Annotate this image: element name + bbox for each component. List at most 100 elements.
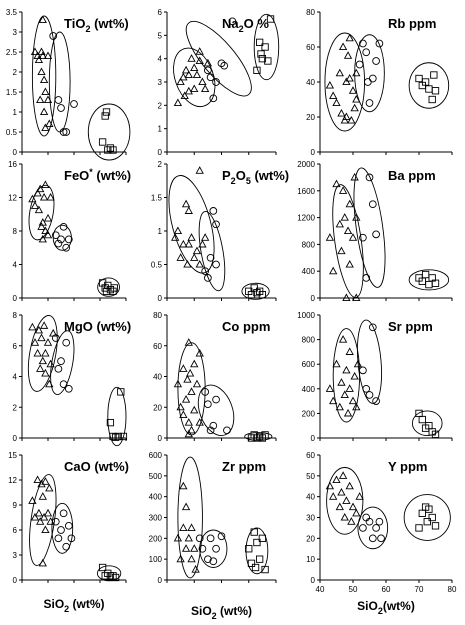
triangle-marker <box>332 359 341 368</box>
circle-marker <box>365 391 374 399</box>
triangle-marker <box>337 487 346 496</box>
y-tick-label: 2 <box>158 101 163 110</box>
triangle-marker <box>187 387 196 395</box>
circle-marker <box>368 200 377 209</box>
y-tick-label: 0 <box>311 294 316 303</box>
triangle-marker <box>176 253 185 261</box>
triangle-marker <box>41 123 50 132</box>
circle-marker <box>51 517 60 526</box>
triangle-marker <box>43 230 53 239</box>
group-ellipse <box>107 386 127 447</box>
square-marker <box>261 431 269 439</box>
y-tick-label: 0 <box>311 434 316 443</box>
circle-marker <box>377 534 385 543</box>
circle-marker <box>57 526 65 534</box>
triangle-marker <box>181 65 191 74</box>
x-tick-label: 80 <box>448 585 457 594</box>
triangle-marker <box>195 418 204 426</box>
triangle-marker <box>184 86 193 95</box>
circle-marker <box>228 17 237 26</box>
circle-marker <box>59 380 68 389</box>
triangle-marker <box>345 33 354 42</box>
triangle-marker <box>332 179 341 188</box>
triangle-marker <box>34 508 44 517</box>
square-marker <box>102 108 111 116</box>
group-ellipse <box>199 529 228 568</box>
panel-label: Na2O % <box>222 16 269 34</box>
triangle-marker <box>355 492 364 500</box>
y-tick-label: 2 <box>13 68 18 77</box>
triangle-marker <box>43 508 53 517</box>
circle-marker <box>359 39 367 48</box>
square-marker <box>425 85 433 93</box>
triangle-marker <box>335 219 344 228</box>
circle-marker <box>359 366 367 375</box>
triangle-marker <box>195 56 204 65</box>
y-tick-label: 40 <box>306 493 315 502</box>
circle-marker <box>206 534 215 543</box>
triangle-marker <box>325 80 335 89</box>
y-tick-label: 0 <box>158 576 163 585</box>
triangle-marker <box>342 496 351 504</box>
circle-marker <box>206 426 215 435</box>
triangle-marker <box>195 166 204 174</box>
circle-marker <box>49 32 58 40</box>
group-ellipse <box>197 384 235 436</box>
triangle-marker <box>352 213 361 221</box>
y-tick-label: 1 <box>13 108 18 117</box>
group-ellipse <box>29 474 57 566</box>
square-marker <box>250 528 258 536</box>
circle-marker <box>198 544 207 553</box>
circle-marker <box>359 233 367 242</box>
circle-marker <box>206 253 215 262</box>
square-marker <box>119 432 128 441</box>
y-tick-label: 0 <box>13 434 18 443</box>
square-marker <box>109 146 117 154</box>
y-tick-label: 0 <box>158 148 163 157</box>
circle-marker <box>209 94 218 103</box>
triangle-marker <box>347 517 356 525</box>
y-tick-label: 30 <box>306 514 315 523</box>
group-ellipse <box>173 47 216 108</box>
triangle-marker <box>329 396 338 405</box>
group-ellipse <box>241 282 270 300</box>
triangle-marker <box>352 508 361 517</box>
circle-marker <box>212 78 220 86</box>
triangle-marker <box>34 205 44 214</box>
circle-marker <box>70 100 78 108</box>
y-tick-label: 200 <box>149 534 163 543</box>
triangle-marker <box>33 348 42 357</box>
triangle-marker <box>190 359 199 368</box>
triangle-marker <box>340 390 349 398</box>
triangle-marker <box>34 55 44 64</box>
circle-marker <box>204 555 212 564</box>
triangle-marker <box>173 533 183 542</box>
panel-label: CaO (wt%) <box>64 459 129 474</box>
circle-marker <box>364 78 372 86</box>
square-marker <box>431 522 440 530</box>
y-tick-label: 3.5 <box>6 8 18 17</box>
group-ellipse <box>87 103 131 161</box>
y-tick-label: 9 <box>13 501 18 510</box>
x-axis-label: SiO2 (wt%) <box>191 604 252 621</box>
triangle-marker <box>352 293 361 302</box>
panel-label: Rb ppm <box>388 16 436 31</box>
panel-label: TiO2 (wt%) <box>64 16 129 34</box>
y-tick-label: 0 <box>13 148 18 157</box>
triangle-marker <box>329 266 338 275</box>
group-ellipse <box>48 31 71 133</box>
circle-marker <box>51 334 60 342</box>
circle-marker <box>62 338 71 347</box>
circle-marker <box>362 384 371 393</box>
triangle-marker <box>45 379 54 388</box>
y-tick-label: 1200 <box>297 214 315 223</box>
triangle-marker <box>192 246 202 255</box>
triangle-marker <box>195 259 204 268</box>
y-tick-label: 1600 <box>297 187 315 196</box>
triangle-marker <box>337 378 346 386</box>
triangle-marker <box>181 502 191 511</box>
triangle-marker <box>190 63 199 72</box>
circle-marker <box>368 74 377 83</box>
